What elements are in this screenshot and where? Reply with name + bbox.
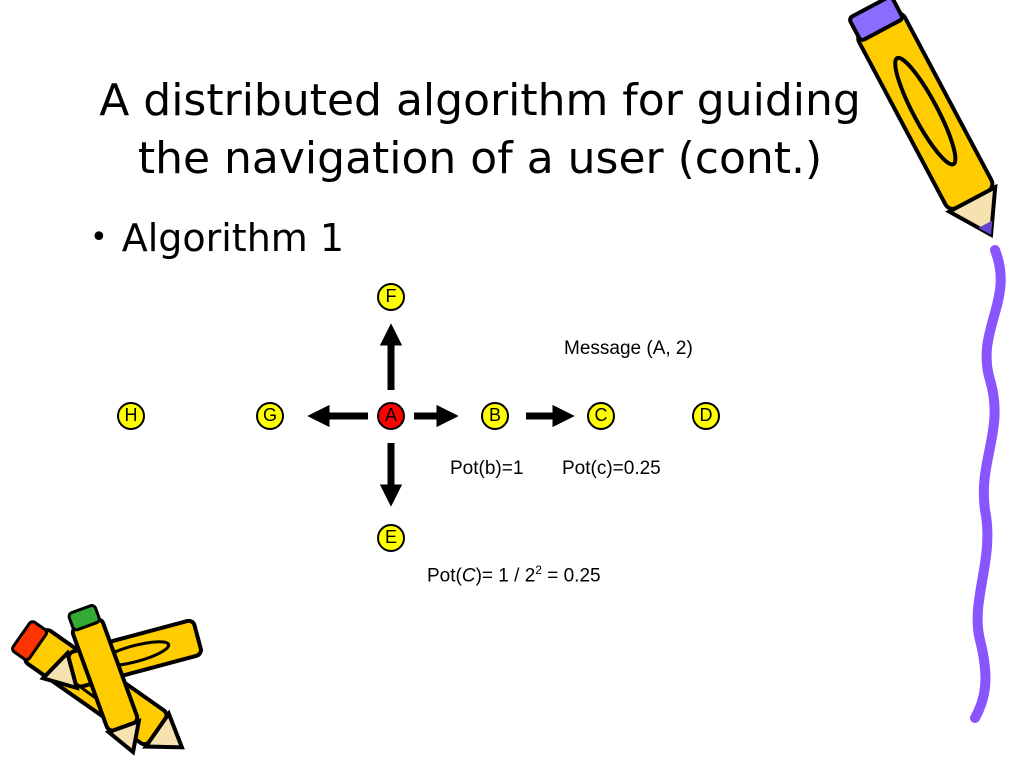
slide-title: A distributed algorithm for guiding the … <box>40 72 920 188</box>
bullet-dot: • <box>90 220 108 255</box>
wavy-line <box>970 245 1006 723</box>
formula-var: C <box>461 565 476 587</box>
node-b: B <box>481 402 509 430</box>
bullet-item: • Algorithm 1 <box>90 214 344 262</box>
pot-b-label: Pot(b)=1 <box>450 458 524 479</box>
node-d: D <box>692 402 720 430</box>
pot-c-label: Pot(c)=0.25 <box>562 458 661 479</box>
node-c: C <box>587 402 615 430</box>
message-label: Message (A, 2) <box>564 338 693 359</box>
node-g: G <box>256 402 284 430</box>
node-e: E <box>377 524 405 552</box>
bullet-text: Algorithm 1 <box>121 216 345 260</box>
formula-exp: 2 <box>535 563 542 577</box>
formula-suffix: = 0.25 <box>541 565 601 587</box>
pencil-icon <box>67 604 142 756</box>
title-line-2: the navigation of a user (cont.) <box>137 133 823 184</box>
formula-mid: )= 1 / 2 <box>475 565 536 587</box>
title-line-1: A distributed algorithm for guiding <box>99 75 861 126</box>
node-f: F <box>377 283 405 311</box>
node-a: A <box>377 402 405 430</box>
formula-label: Pot(C)= 1 / 22 = 0.25 <box>427 563 601 587</box>
node-h: H <box>117 402 145 430</box>
pencil-icon <box>848 0 998 239</box>
formula-prefix: Pot( <box>427 565 462 587</box>
